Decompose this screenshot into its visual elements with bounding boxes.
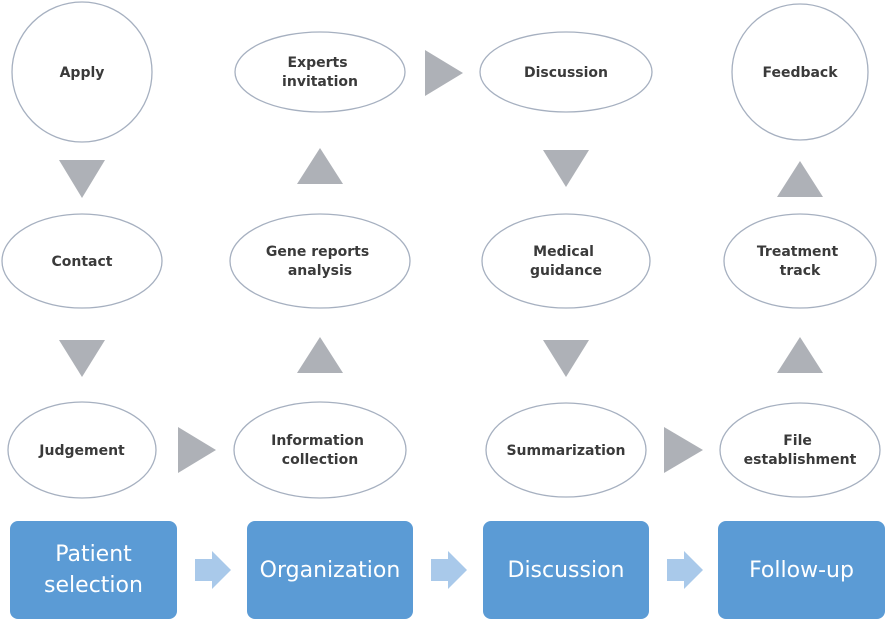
label-file-establishment: File establishment: [744, 433, 857, 468]
arrow-down-icon: [59, 340, 105, 377]
arrow-down-icon: [59, 160, 105, 198]
node-treatment-track: [723, 213, 877, 309]
node-feedback: [731, 3, 869, 141]
node-experts-invitation: [234, 31, 406, 113]
stage-label-discussion: Discussion: [507, 557, 625, 583]
arrow-up-icon: [777, 161, 823, 197]
stage-label-organization: Organization: [259, 557, 401, 583]
stage-arrow-icon: [667, 551, 703, 589]
label-treatment-track: Treatment track: [757, 244, 843, 279]
node-information-collection: [233, 401, 407, 499]
stage-discussion: Discussion: [483, 521, 649, 619]
stage-label-patient-selection: Patient selection: [44, 542, 143, 598]
node-medical-guidance: [481, 213, 651, 309]
stage-patient-selection: Patient selection: [10, 521, 177, 619]
stage-organization: Organization: [247, 521, 413, 619]
arrow-up-icon: [777, 337, 823, 373]
stage-follow-up: Follow-up: [718, 521, 885, 619]
label-gene-reports-analysis: Gene reports analysis: [266, 244, 374, 279]
label-discussion: Discussion: [524, 65, 608, 81]
label-feedback: Feedback: [762, 65, 838, 81]
arrow-down-icon: [543, 150, 589, 187]
node-discussion: [479, 31, 653, 113]
arrow-right-icon: [178, 427, 216, 473]
arrow-up-icon: [297, 337, 343, 373]
label-summarization: Summarization: [506, 443, 625, 459]
arrow-right-icon: [425, 50, 463, 96]
stage-arrow-icon: [195, 551, 231, 589]
label-experts-invitation: Experts invitation: [282, 55, 358, 90]
node-file-establishment: [719, 402, 881, 498]
stage-arrow-icon: [431, 551, 467, 589]
node-summarization: [485, 402, 647, 498]
node-apply: [11, 1, 153, 143]
node-gene-reports-analysis: [229, 213, 411, 309]
node-judgement: [7, 401, 157, 499]
arrow-up-icon: [297, 148, 343, 184]
arrow-down-icon: [543, 340, 589, 377]
label-apply: Apply: [60, 65, 105, 81]
label-information-collection: Information collection: [271, 433, 369, 468]
arrow-right-icon: [664, 427, 703, 473]
label-judgement: Judgement: [38, 443, 125, 459]
label-contact: Contact: [52, 254, 113, 270]
stage-label-follow-up: Follow-up: [749, 557, 854, 583]
node-contact: [1, 213, 163, 309]
label-medical-guidance: Medical guidance: [530, 244, 602, 279]
